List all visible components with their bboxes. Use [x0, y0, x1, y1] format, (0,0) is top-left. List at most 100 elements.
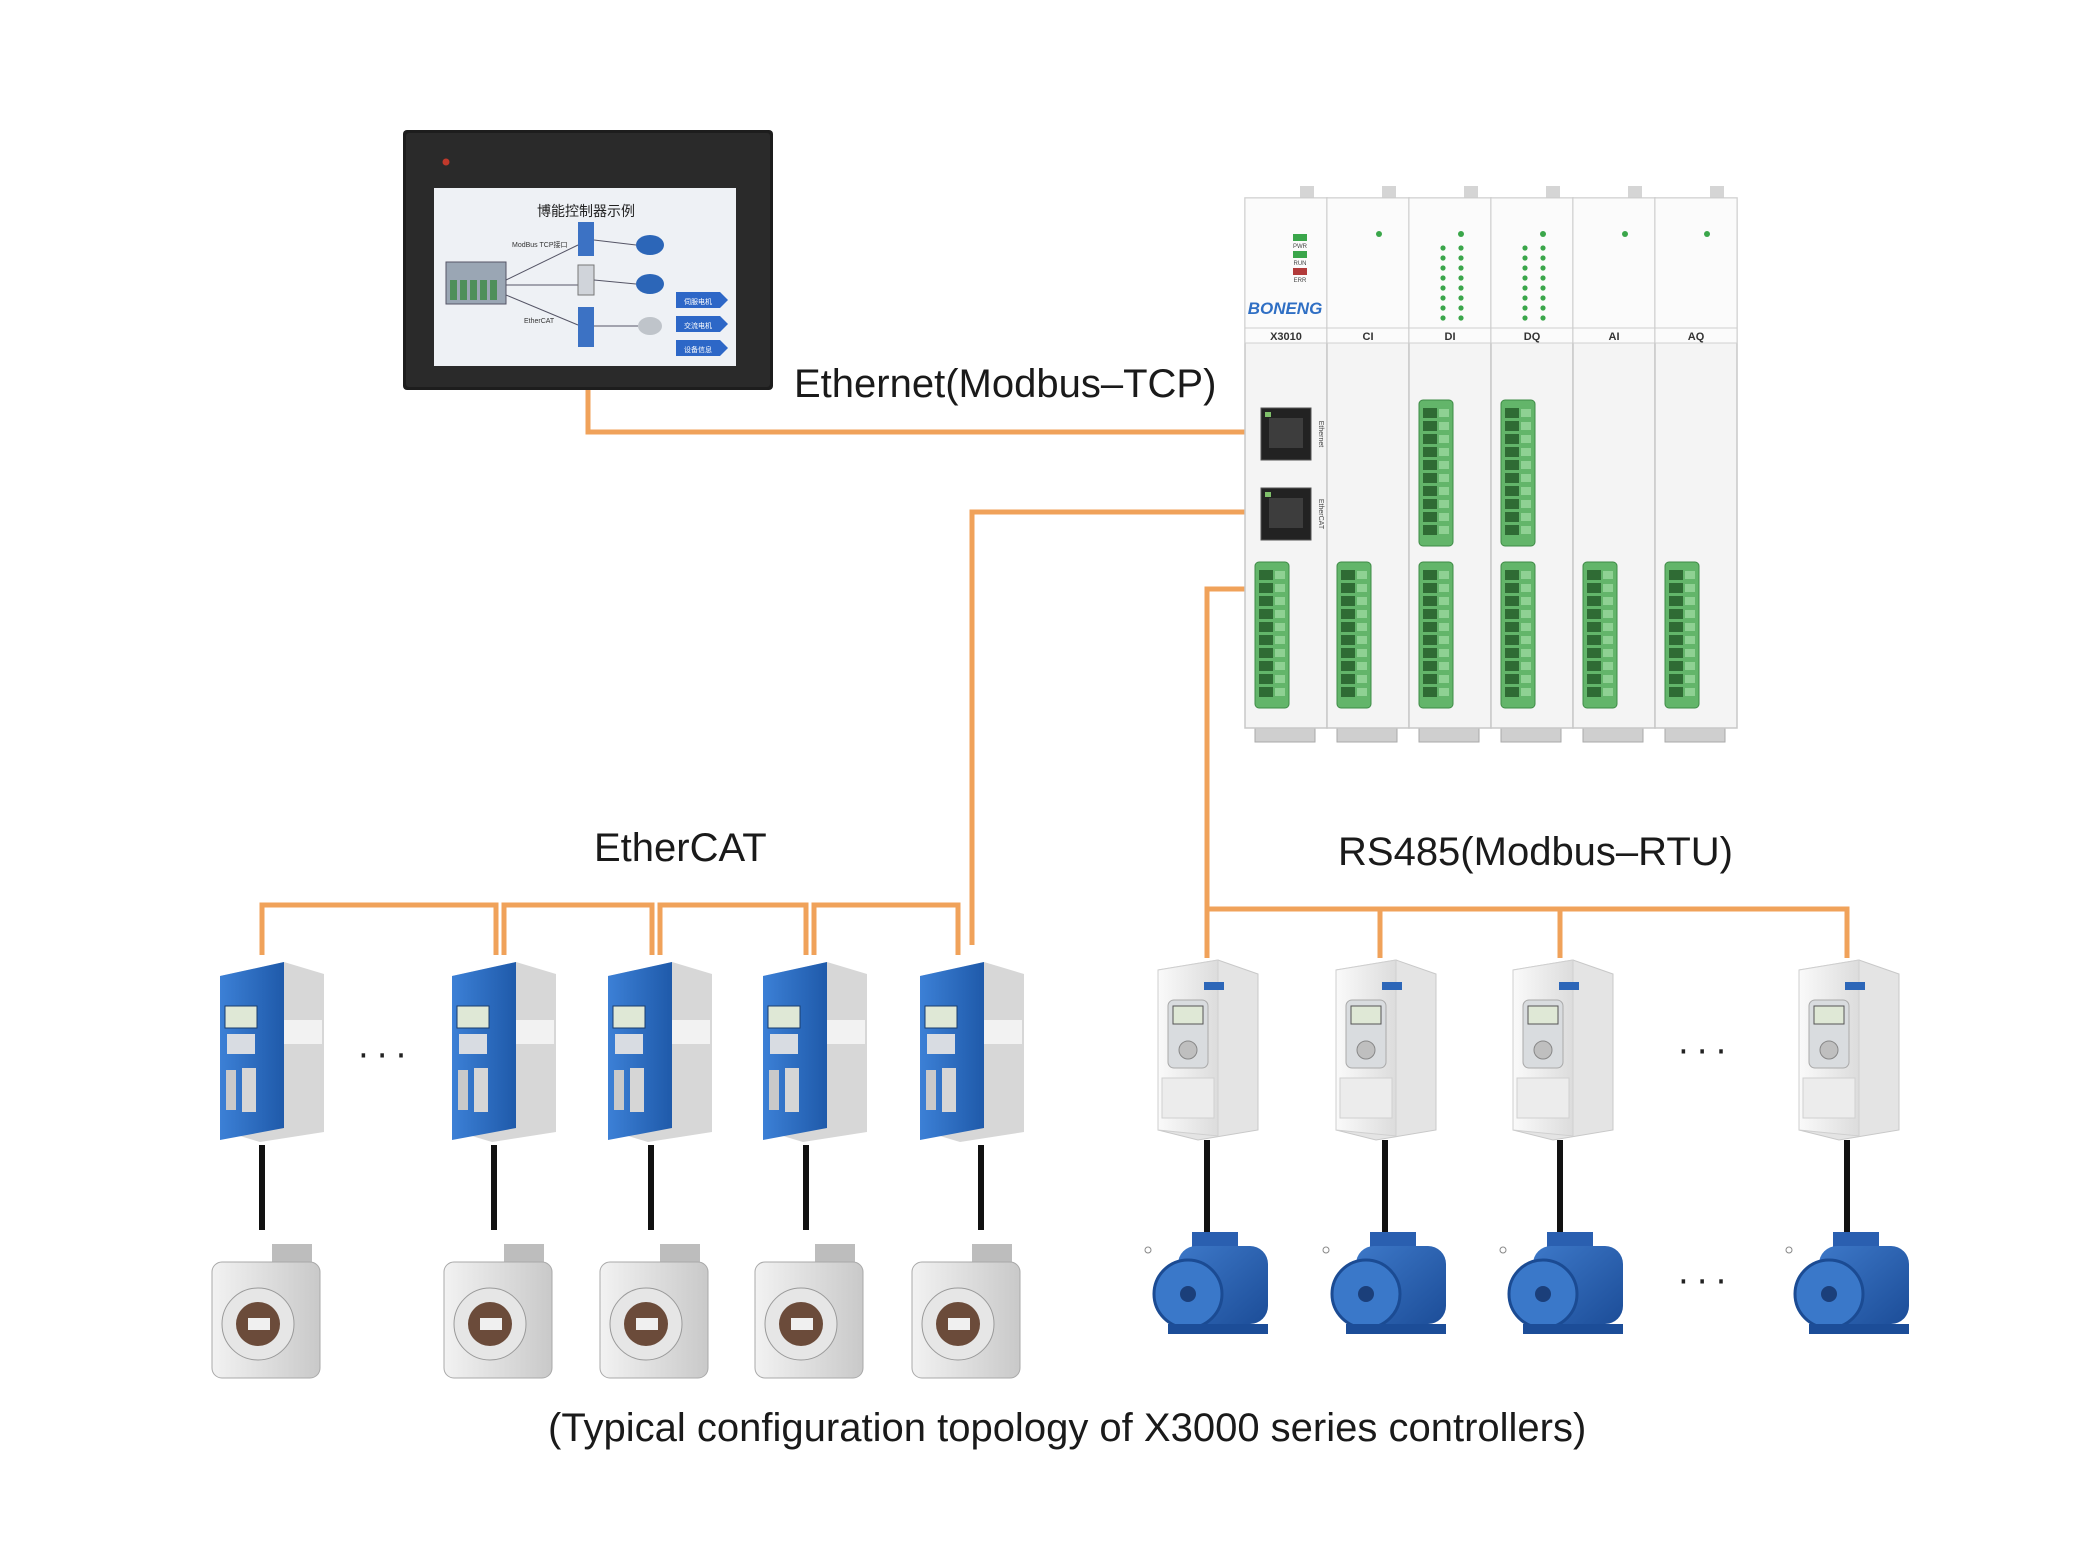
motor-shaft-icon — [480, 1318, 502, 1330]
terminal-slot — [1439, 649, 1449, 657]
terminal-screw-icon — [1423, 499, 1437, 509]
drive-keypad-icon[interactable] — [770, 1034, 798, 1054]
channel-led-icon — [1458, 255, 1464, 261]
drive-display-icon — [924, 1005, 958, 1029]
vfd-knob-icon[interactable] — [1178, 1040, 1198, 1060]
vfd-display-icon — [1172, 1005, 1204, 1025]
module-top-panel — [1654, 197, 1738, 344]
terminal-slot — [1603, 623, 1613, 631]
lifting-eye-icon — [1499, 1246, 1507, 1254]
terminal-slot — [1521, 584, 1531, 592]
channel-led-icon — [1440, 285, 1446, 291]
terminal-screw-icon — [1587, 648, 1601, 658]
ethercat-trunk-cable — [969, 509, 1250, 945]
ethercat-label: EtherCAT — [594, 826, 767, 870]
drive-connector-icon — [769, 1070, 779, 1110]
module-di: DI — [1408, 197, 1492, 729]
drive-connector-icon — [926, 1070, 936, 1110]
hmi-modbus-label: ModBus TCP接口 — [512, 240, 568, 249]
terminal-screw-icon — [1505, 421, 1519, 431]
vfd-terminal-cover — [1802, 1077, 1856, 1119]
drive-display-icon — [612, 1005, 646, 1029]
rs485-label: RS485(Modbus–RTU) — [1338, 830, 1733, 874]
terminal-slot — [1439, 688, 1449, 696]
terminal-screw-icon — [1587, 609, 1601, 619]
hmi-thumb-servo-icon — [578, 307, 594, 347]
terminal-slot — [1521, 649, 1531, 657]
terminal-screw-icon — [1341, 609, 1355, 619]
channel-led-icon — [1522, 285, 1528, 291]
terminal-slot — [1603, 636, 1613, 644]
terminal-slot — [1685, 584, 1695, 592]
drive-label-plate — [827, 1020, 865, 1044]
vfd-terminal-cover — [1161, 1077, 1215, 1119]
terminal-slot — [1521, 435, 1531, 443]
drive-keypad-icon[interactable] — [615, 1034, 643, 1054]
servo-drive-unit — [443, 962, 556, 1379]
terminal-screw-icon — [1669, 674, 1683, 684]
terminal-screw-icon — [1669, 648, 1683, 658]
terminal-screw-icon — [1423, 512, 1437, 522]
terminal-slot — [1521, 636, 1531, 644]
lifting-eye-icon — [1144, 1246, 1152, 1254]
vfd-knob-icon[interactable] — [1533, 1040, 1553, 1060]
din-clip — [1664, 727, 1726, 743]
channel-led-icon — [1522, 305, 1528, 311]
servo-motor — [911, 1244, 1021, 1379]
drive-connector-icon — [458, 1070, 468, 1110]
channel-led-icon — [1440, 255, 1446, 261]
terminal-screw-icon — [1341, 674, 1355, 684]
module-latch — [1382, 186, 1396, 198]
terminal-slot — [1357, 636, 1367, 644]
drive-keypad-icon[interactable] — [227, 1034, 255, 1054]
terminal-slot — [1685, 636, 1695, 644]
status-led-icon — [1293, 251, 1307, 258]
drive-keypad-icon[interactable] — [459, 1034, 487, 1054]
terminal-slot — [1357, 675, 1367, 683]
terminal-screw-icon — [1505, 434, 1519, 444]
terminal-screw-icon — [1669, 583, 1683, 593]
ethercat-link-2 — [501, 902, 655, 955]
terminal-slot — [1521, 487, 1531, 495]
terminal-screw-icon — [1341, 687, 1355, 697]
terminal-screw-icon — [1341, 661, 1355, 671]
channel-led-icon — [1540, 305, 1546, 311]
terminal-screw-icon — [1259, 687, 1273, 697]
hmi-button-device-info[interactable] — [676, 340, 728, 356]
module-ci: CI — [1326, 197, 1410, 729]
terminal-slot — [1439, 500, 1449, 508]
motor-connector — [815, 1244, 855, 1266]
vfd-knob-icon[interactable] — [1356, 1040, 1376, 1060]
terminal-screw-icon — [1259, 674, 1273, 684]
terminal-slot — [1603, 610, 1613, 618]
motor-connector — [272, 1244, 312, 1266]
terminal-screw-icon — [1505, 473, 1519, 483]
terminal-screw-icon — [1505, 583, 1519, 593]
terminal-screw-icon — [1259, 661, 1273, 671]
channel-led-icon — [1440, 315, 1446, 321]
terminal-screw-icon — [1669, 687, 1683, 697]
hmi-button-servo[interactable] — [676, 292, 728, 308]
motor-shaft-icon — [1180, 1286, 1196, 1302]
drive-connector-icon — [614, 1070, 624, 1110]
terminal-slot — [1521, 461, 1531, 469]
module-latch — [1300, 186, 1314, 198]
terminal-screw-icon — [1341, 570, 1355, 580]
module-top-panel — [1490, 197, 1574, 344]
terminal-screw-icon — [1669, 596, 1683, 606]
ethercat-link-3 — [657, 902, 809, 955]
drive-keypad-icon[interactable] — [927, 1034, 955, 1054]
vfd-knob-icon[interactable] — [1819, 1040, 1839, 1060]
terminal-slot — [1275, 571, 1285, 579]
terminal-slot — [1521, 500, 1531, 508]
terminal-screw-icon — [1669, 635, 1683, 645]
hmi-button-ac-motor[interactable] — [676, 316, 728, 332]
ethercat-link-1 — [259, 902, 499, 955]
brand-logo: BONENG — [1248, 299, 1323, 318]
terminal-slot — [1357, 623, 1367, 631]
terminal-slot — [1275, 662, 1285, 670]
channel-led-icon — [1440, 265, 1446, 271]
terminal-screw-icon — [1505, 486, 1519, 496]
motor-ellipsis: ··· — [1678, 1262, 1735, 1302]
